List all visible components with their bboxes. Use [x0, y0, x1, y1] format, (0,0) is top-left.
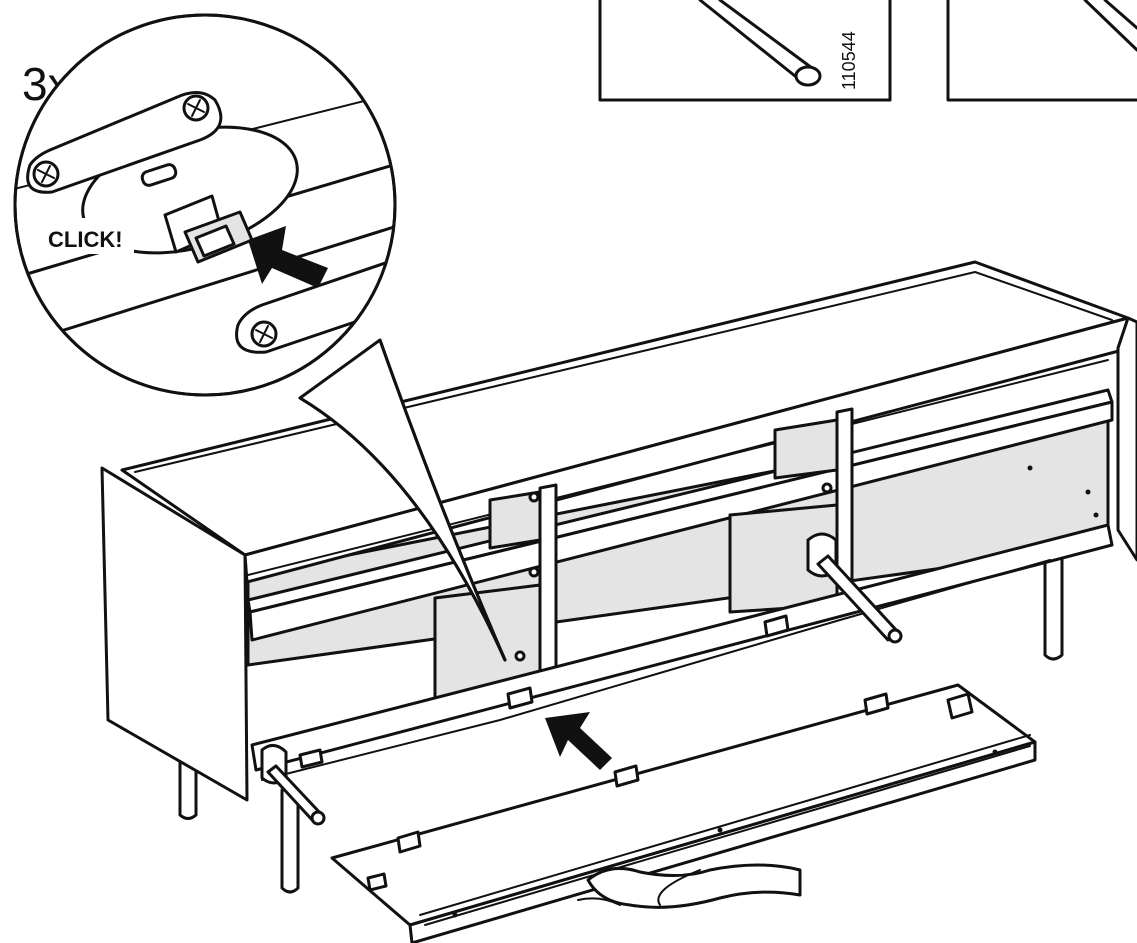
screw-icon	[250, 320, 278, 348]
tv-bench	[100, 260, 1137, 894]
hinge-bracket-left	[298, 748, 324, 769]
callout-tail	[298, 338, 507, 662]
panel-hinge-2	[613, 764, 640, 788]
hinge-plate-top	[26, 91, 223, 194]
hinge-bracket-mid	[506, 686, 534, 710]
leg-front-left	[178, 758, 198, 820]
panel-hinge-1	[396, 830, 422, 854]
screw-icon	[182, 94, 210, 122]
lid-stay-right	[806, 532, 903, 644]
screw-icon	[398, 258, 422, 282]
hinge-bracket-right	[763, 614, 790, 638]
leg-front-mid	[280, 788, 300, 894]
part-box-right	[946, 0, 1137, 102]
arrow-icon	[545, 712, 612, 770]
detail-callout: CLICK!	[13, 13, 422, 397]
click-sound-label: CLICK!	[48, 227, 123, 252]
leg-back-right	[1043, 553, 1064, 661]
lid-stay-left	[260, 744, 326, 826]
panel-hinge-4	[946, 692, 974, 720]
part-box-left: 110544	[598, 0, 892, 102]
screw-icon	[32, 160, 60, 188]
part-number-label: 110544	[839, 31, 859, 90]
front-panel	[330, 683, 1037, 943]
hand-illustration	[577, 863, 802, 909]
panel-hinge-3	[863, 692, 890, 716]
